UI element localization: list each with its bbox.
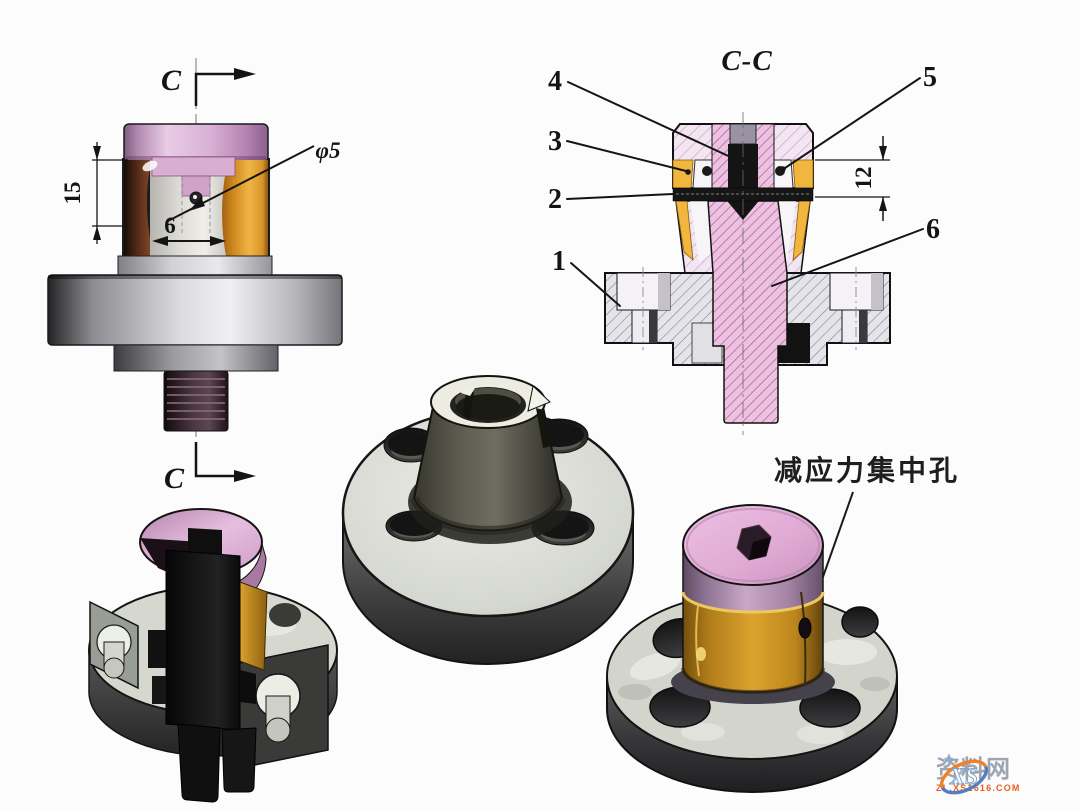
- stress-relief-hole: [798, 617, 812, 639]
- cutaway-prong: [221, 727, 257, 793]
- flange-step: [113, 344, 279, 372]
- callout-6: 6: [926, 214, 940, 245]
- sparkle-icon: [943, 753, 955, 765]
- flange-top-edge: [48, 275, 342, 279]
- highlight: [142, 160, 158, 172]
- counterbore-left: [616, 272, 671, 344]
- collet-wedge-section: [792, 159, 814, 189]
- orange-glint: [695, 605, 700, 677]
- iso-cutaway: [88, 508, 338, 803]
- collet-wedge-section: [672, 159, 694, 189]
- collet-slot-notch: [527, 385, 551, 412]
- collet-cone: [409, 375, 567, 535]
- cutaway-counterbore-left: [89, 600, 139, 690]
- iso-assembled: 减应力集中孔: [606, 454, 960, 793]
- flange-front: [47, 274, 343, 346]
- collet-slot-notch: [461, 386, 475, 396]
- collet-slot: [536, 408, 552, 448]
- section-letter-top: C: [161, 64, 182, 97]
- assembled-cylinder: [681, 504, 825, 694]
- body-ring: [117, 255, 273, 276]
- callout-5: 5: [923, 62, 937, 93]
- callouts: 4 3 2 1 5 6: [548, 62, 940, 307]
- callout-3: 3: [548, 126, 562, 157]
- callout-1: 1: [552, 246, 566, 277]
- counterbore-right: [829, 272, 884, 344]
- dim-6: 6: [152, 213, 226, 246]
- cutaway-orange-band: [236, 581, 268, 671]
- callout-4: 4: [548, 66, 562, 97]
- dim-15-label: 15: [60, 182, 85, 205]
- collet-dark-side: [124, 160, 154, 256]
- watermark-url: ZL.XS1616.COM: [936, 782, 1021, 793]
- phi5-label: φ5: [316, 138, 341, 163]
- orange-glint-dot: [696, 647, 706, 661]
- front-view: C φ5: [47, 58, 343, 495]
- section-arrow-bottom: C: [164, 442, 256, 495]
- shaft-section-lower: [707, 200, 788, 424]
- dim-12-label: 12: [851, 167, 876, 190]
- gold-ring: [681, 591, 825, 614]
- section-view: C-C: [548, 45, 940, 435]
- collet-orange-side: [222, 160, 268, 256]
- cutaway-prong: [177, 723, 221, 803]
- iso-collet-flange: [341, 375, 635, 665]
- watermark: XS 资料网 ZL.XS1616.COM: [936, 744, 1080, 806]
- hex-socket: [736, 524, 772, 561]
- collet-slot: [463, 390, 474, 420]
- cutaway-core: [148, 528, 257, 803]
- threaded-stud: [163, 370, 229, 432]
- dim-6-label: 6: [164, 213, 176, 238]
- bolt-hole: [841, 606, 879, 638]
- bolt-hole: [269, 603, 301, 627]
- phi5-leader: φ5: [165, 138, 341, 223]
- section-title: C-C: [721, 45, 772, 77]
- xs-logo: XS: [940, 753, 988, 795]
- pink-t-insert: [151, 156, 236, 197]
- xs-logo-text: XS: [949, 764, 978, 789]
- dim-15: 15: [60, 142, 128, 244]
- callout-2: 2: [548, 184, 562, 215]
- stress-annotation: 减应力集中孔: [774, 454, 960, 486]
- dim-12: 12: [815, 136, 890, 221]
- section-letter-bottom: C: [164, 462, 185, 495]
- section-arrow-top: C: [161, 64, 256, 106]
